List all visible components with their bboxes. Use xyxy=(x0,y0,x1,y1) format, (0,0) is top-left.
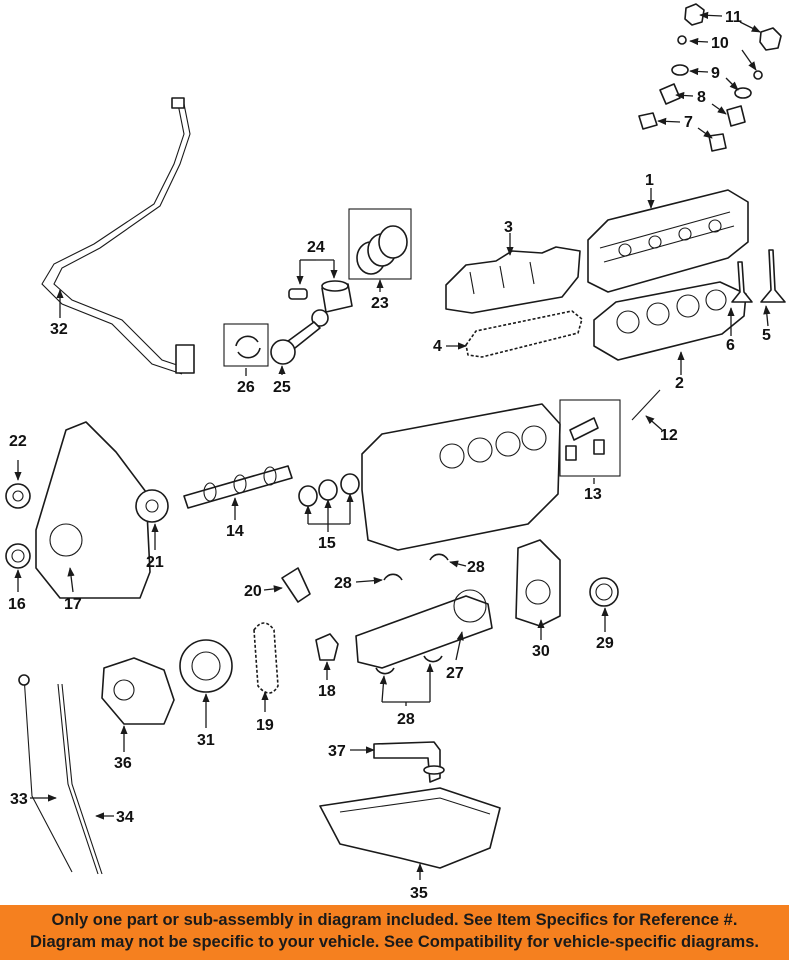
part-12-pin xyxy=(631,389,661,421)
callout-16: 16 xyxy=(8,596,26,613)
disclaimer-line-1: Only one part or sub-assembly in diagram… xyxy=(51,911,738,929)
disclaimer-line-2: Diagram may not be specific to your vehi… xyxy=(30,933,759,951)
part-8-spring xyxy=(659,83,746,127)
engine-parts-diagram: 1 2 3 4 5 6 7 8 9 10 11 12 13 14 15 16 1… xyxy=(5,3,786,902)
part-22-seal xyxy=(5,483,31,509)
callout-35: 35 xyxy=(410,885,428,902)
part-15-cam-bearings xyxy=(298,473,360,507)
part-5-valve xyxy=(760,249,786,303)
part-17-timing-cover xyxy=(35,421,151,599)
part-9-washer xyxy=(671,64,752,99)
part-2-head-gasket xyxy=(593,281,747,361)
callout-7: 7 xyxy=(684,114,693,131)
callout-5: 5 xyxy=(762,327,771,344)
callout-37: 37 xyxy=(328,743,346,760)
callout-28-b: 28 xyxy=(467,559,485,576)
callout-6: 6 xyxy=(726,337,735,354)
callout-23: 23 xyxy=(371,295,389,312)
part-27-crankshaft xyxy=(355,589,493,669)
part-30-rear-cover xyxy=(515,539,561,627)
callout-31: 31 xyxy=(197,732,215,749)
callout-36: 36 xyxy=(114,755,132,772)
callout-32: 32 xyxy=(50,321,68,338)
callout-33: 33 xyxy=(10,791,28,808)
callout-3: 3 xyxy=(504,219,513,236)
callout-12: 12 xyxy=(660,427,678,444)
callout-20: 20 xyxy=(244,583,262,600)
part-4-gasket xyxy=(465,310,583,358)
part-7-lifter xyxy=(638,112,727,152)
part-24-piston-and-pin xyxy=(288,280,353,313)
part-32-tube-assembly xyxy=(41,97,195,375)
part-21-sprocket xyxy=(135,489,169,523)
callout-34: 34 xyxy=(116,809,134,826)
callout-2: 2 xyxy=(675,375,684,392)
callout-19: 19 xyxy=(256,717,274,734)
callout-28-c: 28 xyxy=(397,711,415,728)
part-36-oil-pump xyxy=(101,657,175,725)
callout-labels: 1 2 3 4 5 6 7 8 9 10 11 12 13 14 15 16 1… xyxy=(8,9,771,902)
callout-26: 26 xyxy=(237,379,255,396)
callout-4: 4 xyxy=(433,338,442,355)
engine-block xyxy=(361,403,561,551)
callout-25: 25 xyxy=(273,379,291,396)
part-10-pivot xyxy=(677,35,763,80)
part-23-piston-ring-set xyxy=(348,208,412,280)
callout-27: 27 xyxy=(446,665,464,682)
callout-24: 24 xyxy=(307,239,325,256)
callout-13: 13 xyxy=(584,486,602,503)
part-19-timing-chain xyxy=(253,622,279,694)
callout-8: 8 xyxy=(697,89,706,106)
leader-lines xyxy=(14,11,771,880)
part-1-cylinder-head xyxy=(587,189,749,293)
part-29-rear-seal xyxy=(589,577,619,607)
part-35-oil-pan xyxy=(319,787,501,869)
part-14-camshaft xyxy=(183,465,293,509)
part-11-rocker-arm xyxy=(684,3,782,51)
callout-10: 10 xyxy=(711,35,729,52)
callout-22: 22 xyxy=(9,433,27,450)
part-20-bracket xyxy=(281,567,311,603)
part-16-seal xyxy=(5,543,31,569)
callout-9: 9 xyxy=(711,65,720,82)
part-33-dipstick xyxy=(18,674,73,873)
callout-21: 21 xyxy=(146,554,164,571)
callout-14: 14 xyxy=(226,523,244,540)
part-31-balancer xyxy=(179,639,233,693)
callout-28-a: 28 xyxy=(334,575,352,592)
part-28-main-bearings xyxy=(375,553,449,675)
callout-30: 30 xyxy=(532,643,550,660)
part-25-connecting-rod xyxy=(270,309,329,365)
part-6-valve xyxy=(731,261,753,303)
callout-17: 17 xyxy=(64,596,82,613)
callout-18: 18 xyxy=(318,683,336,700)
callout-1: 1 xyxy=(645,172,654,189)
part-26-rod-bearing xyxy=(223,323,269,367)
part-34-dipstick-tube xyxy=(57,683,103,875)
part-37-oil-pickup xyxy=(373,741,445,783)
part-3-exhaust-manifold xyxy=(445,246,581,314)
part-13-lifter-guide-kit xyxy=(559,399,621,477)
disclaimer-banner: Only one part or sub-assembly in diagram… xyxy=(0,905,789,960)
part-18-sprocket xyxy=(315,633,339,661)
callout-15: 15 xyxy=(318,535,336,552)
callout-29: 29 xyxy=(596,635,614,652)
callout-11: 11 xyxy=(725,9,742,26)
